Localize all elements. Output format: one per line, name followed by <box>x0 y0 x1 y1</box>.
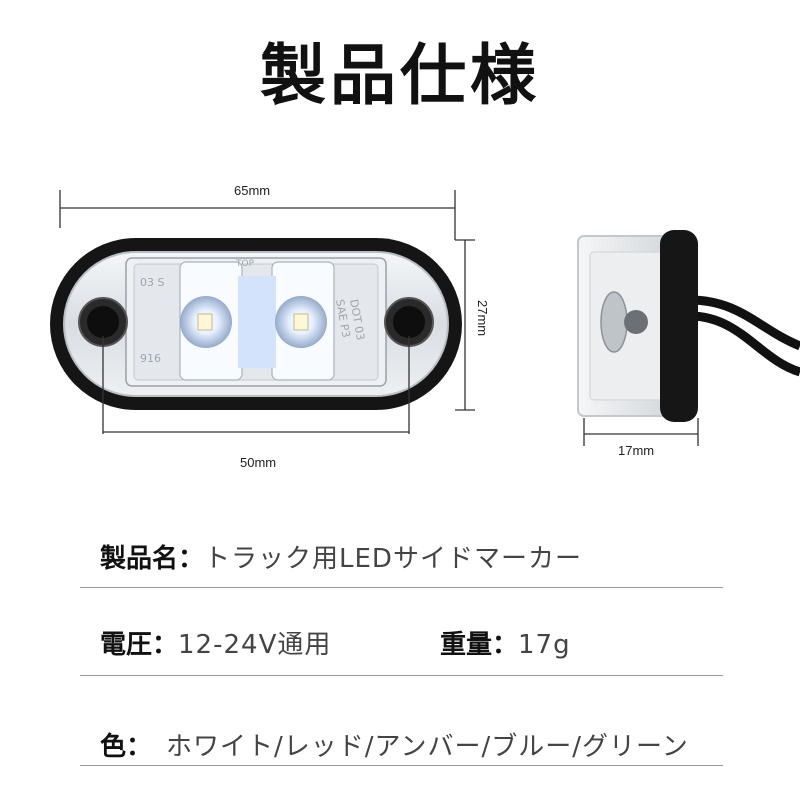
color-value: ホワイト/レッド/アンバー/ブルー/グリーン <box>166 732 689 762</box>
hole-spacing-dimension-label: 50mm <box>240 455 277 470</box>
weight-key: 重量： <box>440 630 519 660</box>
color-row: 色： ホワイト/レッド/アンバー/ブルー/グリーン <box>100 726 689 763</box>
length-dimension-line <box>59 190 456 240</box>
color-key: 色： <box>100 732 153 762</box>
product-name-row: 製品名：トラック用LEDサイドマーカー <box>100 538 582 575</box>
voltage-row: 電圧：12-24V通用 <box>100 624 331 661</box>
weight-row: 重量：17g <box>440 624 571 661</box>
voltage-key: 電圧： <box>100 630 179 660</box>
product-name-value: トラック用LEDサイドマーカー <box>204 544 582 574</box>
depth-dimension-label: 17mm <box>618 443 655 458</box>
product-name-key: 製品名： <box>100 544 205 574</box>
marker-light-side-view <box>577 230 800 422</box>
divider <box>80 675 723 676</box>
hole-spacing-dimension-line <box>102 336 410 434</box>
height-dimension-line <box>455 239 475 411</box>
svg-text:916: 916 <box>140 352 161 365</box>
page-title: 製品仕様 <box>260 37 540 114</box>
marker-light-front-view: 03 S 916 TOP SAE P3 DOT 03 <box>50 238 462 410</box>
depth-dimension-line <box>583 418 699 446</box>
weight-value: 17g <box>518 630 571 660</box>
divider <box>80 587 723 588</box>
product-dimension-figure: 03 S 916 TOP SAE P3 DOT 03 <box>50 190 800 446</box>
length-dimension-label: 65mm <box>234 183 271 198</box>
svg-text:03 S: 03 S <box>140 276 164 289</box>
height-dimension-label: 27mm <box>475 300 490 337</box>
voltage-value: 12-24V通用 <box>178 630 332 660</box>
svg-text:TOP: TOP <box>235 259 255 269</box>
divider <box>80 765 723 766</box>
